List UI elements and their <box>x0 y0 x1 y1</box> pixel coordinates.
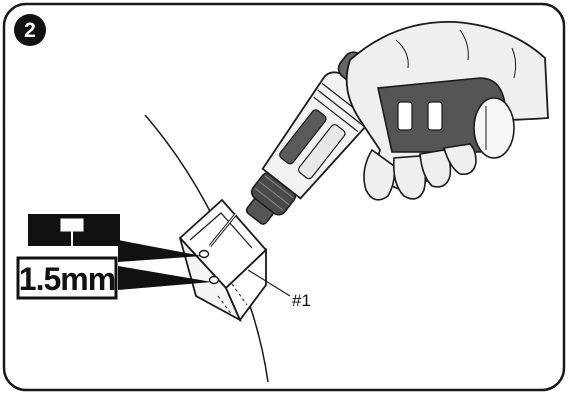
step-number: 2 <box>24 19 36 42</box>
drill-hole-lower <box>210 277 219 284</box>
drill-hole-upper <box>200 251 209 258</box>
step-badge: 2 <box>14 14 46 46</box>
part-label: #1 <box>292 291 311 310</box>
drill-size-label: 1.5mm <box>19 261 115 297</box>
